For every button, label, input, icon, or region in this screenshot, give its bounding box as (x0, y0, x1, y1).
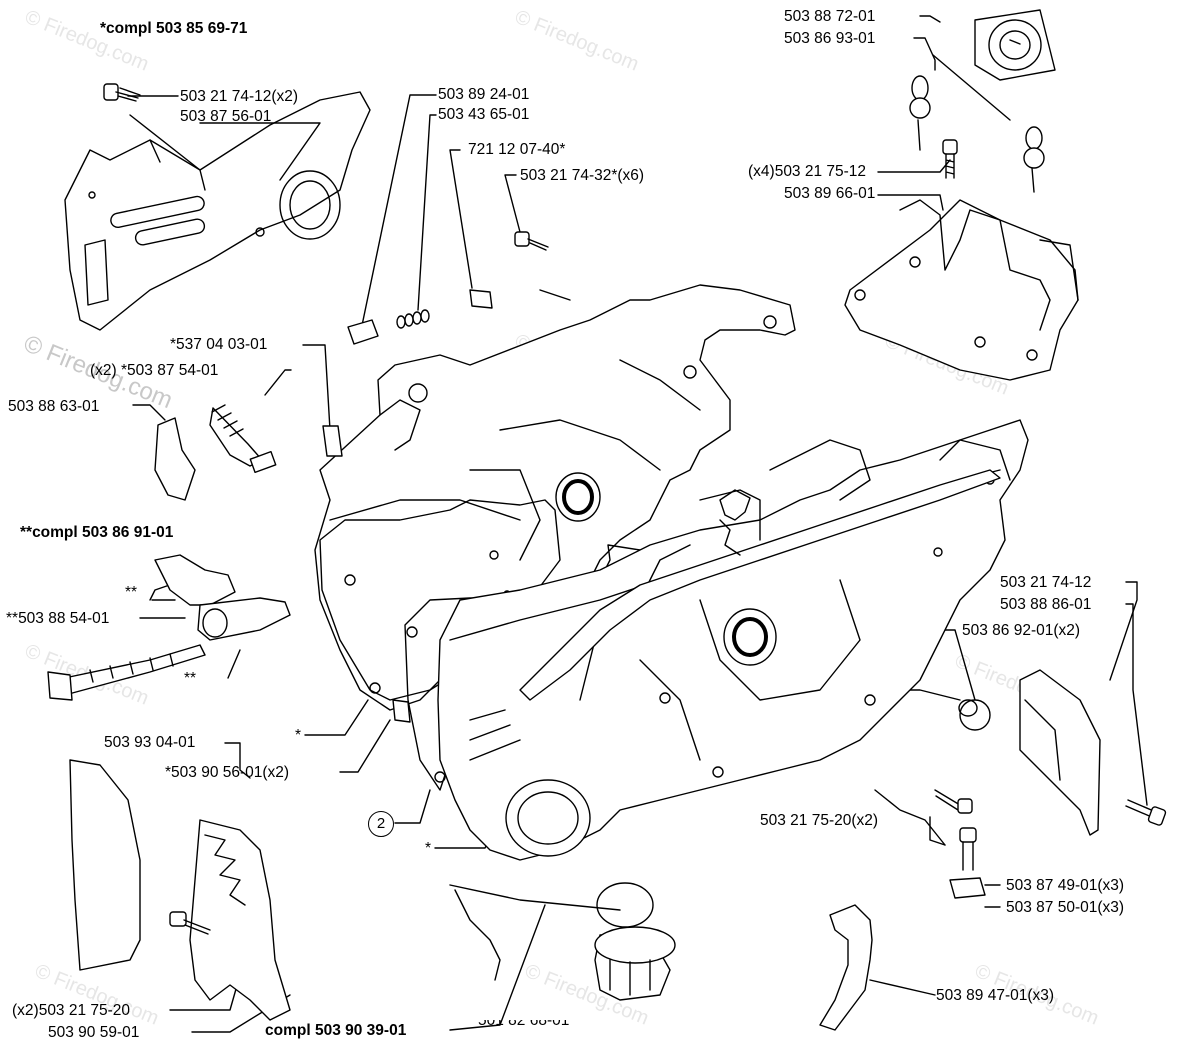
part-number-label: 503 88 63-01 (8, 398, 100, 415)
group-label: **compl 503 86 91-01 (20, 524, 174, 541)
part-number-label: ** (184, 670, 197, 687)
part-number-label: **503 88 54-01 (6, 610, 110, 627)
part-number-label: 503 43 65-01 (438, 106, 530, 123)
part-number-label: 503 21 74-12(x2) (180, 88, 299, 105)
part-number-label: 503 89 66-01 (784, 185, 876, 202)
bolt-part (209, 404, 277, 474)
part-number-label: 503 87 49-01(x3) (1006, 877, 1125, 894)
spring-part (396, 309, 430, 329)
part-number-label: (x2) *503 87 54-01 (90, 362, 219, 379)
screw-part (169, 911, 211, 935)
rail-strip-part (519, 469, 1001, 701)
screw-part (514, 231, 549, 251)
callout-circle: 2 (368, 811, 394, 837)
part-number-label: *537 04 03-01 (170, 336, 268, 353)
part-number-label: *503 90 56-01(x2) (165, 764, 290, 781)
part-number-label: ** (125, 584, 138, 601)
part-number-label: 503 86 93-01 (784, 30, 876, 47)
part-number-label: 503 21 74-12 (1000, 574, 1092, 591)
part-number-label: 503 21 74-32*(x6) (520, 167, 645, 184)
screw-part (959, 827, 977, 871)
part-number-label: 721 12 07-40* (468, 141, 566, 158)
part-number-label: 503 88 86-01 (1000, 596, 1092, 613)
screw-part (103, 83, 141, 102)
bracket-part (719, 489, 751, 556)
part-number-label: 503 86 92-01(x2) (962, 622, 1081, 639)
part-number-label: 501 82 68-01 (478, 1012, 570, 1029)
pin-part (469, 289, 493, 309)
part-number-label: 503 87 56-01 (180, 108, 272, 125)
oil-cap-part (449, 882, 676, 1001)
cylinder-cover-part (844, 199, 1079, 381)
clutch-cover-part (64, 91, 371, 331)
pin-part (392, 699, 411, 723)
crankcase-rear-part (314, 284, 796, 711)
tensioner-part (47, 554, 291, 701)
spring-part (909, 75, 931, 151)
set-screw-part (322, 425, 343, 457)
plate-part (69, 759, 141, 971)
washer-part (949, 877, 986, 899)
part-number-label: 503 93 04-01 (104, 734, 196, 751)
bumper-spike-part (189, 819, 291, 1021)
screw-part (1125, 799, 1167, 826)
bracket-part (1019, 669, 1101, 836)
part-number-label: * (295, 727, 302, 744)
part-number-label: 503 90 59-01 (48, 1024, 140, 1041)
part-number-label: * (425, 840, 432, 857)
group-label: *compl 503 85 69-71 (100, 20, 248, 37)
part-number-label: 503 21 75-20(x2) (760, 812, 879, 829)
plug-part (958, 699, 991, 731)
group-label: compl 503 90 39-01 (265, 1022, 407, 1039)
part-number-label: 503 89 47-01(x3) (936, 987, 1055, 1004)
strap-part (819, 904, 873, 1031)
screw-part (934, 789, 973, 814)
block-part (347, 319, 379, 345)
part-number-label: (x2)503 21 75-20 (12, 1002, 131, 1019)
screw-part (942, 139, 958, 179)
chain-catcher-part (154, 417, 196, 501)
part-number-label: 503 88 72-01 (784, 8, 876, 25)
part-number-label: 503 87 50-01(x3) (1006, 899, 1125, 916)
part-number-label: 503 89 24-01 (438, 86, 530, 103)
av-buffer-part (974, 9, 1056, 81)
spring-part (1023, 126, 1045, 193)
part-number-label: (x4)503 21 75-12 (748, 163, 867, 180)
